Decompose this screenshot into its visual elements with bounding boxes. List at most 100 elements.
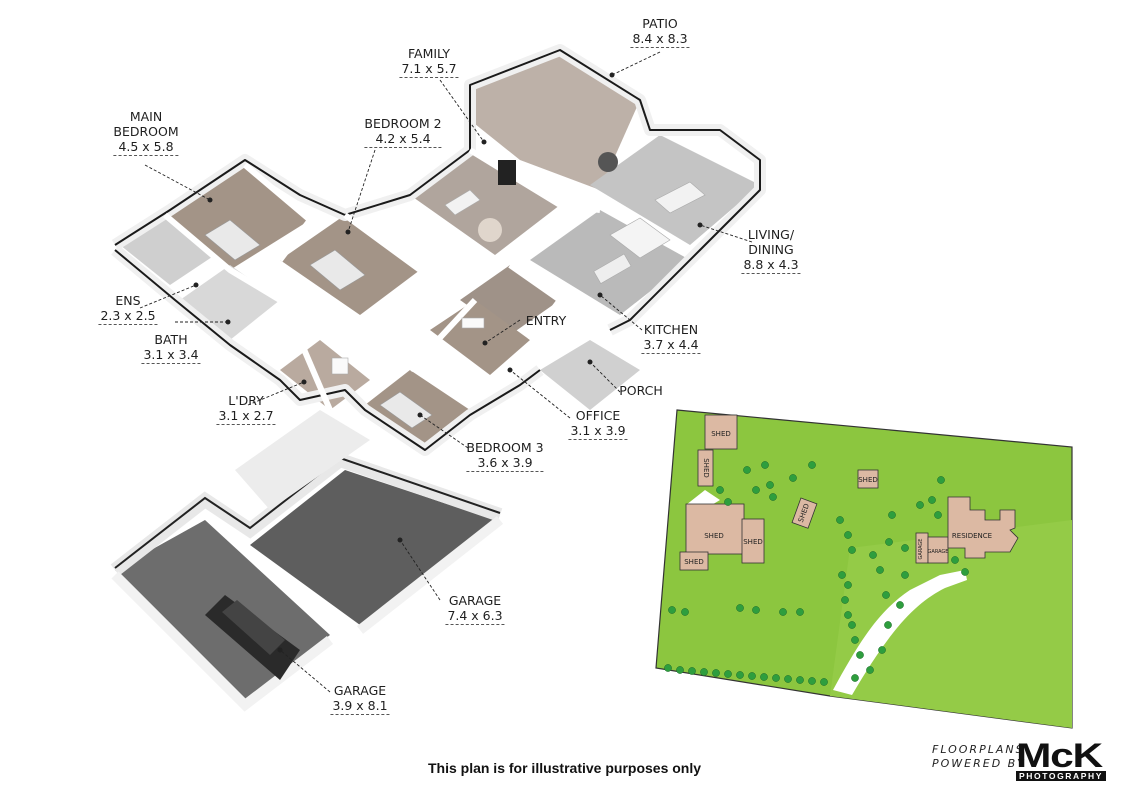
- brand-line2: POWERED BY: [932, 757, 1026, 770]
- room-size: 2.3 x 2.5: [98, 308, 158, 325]
- site-lawn-lower: [830, 520, 1072, 728]
- label-garage-large: GARAGE 7.4 x 6.3: [445, 593, 505, 625]
- tree-icon: [888, 511, 896, 519]
- leader-dots: [193, 72, 703, 653]
- tree-icon: [928, 496, 936, 504]
- tree-icon: [838, 571, 846, 579]
- label-family: FAMILY 7.1 x 5.7: [399, 46, 459, 78]
- label-patio: PATIO 8.4 x 8.3: [630, 16, 690, 48]
- room-name: L'DRY: [228, 393, 264, 408]
- tree-icon: [736, 671, 744, 679]
- tree-icon: [882, 591, 890, 599]
- shed-middle: [857, 469, 879, 489]
- bed-icon: [379, 391, 433, 429]
- tree-icon: [772, 674, 780, 682]
- shed-angled: [791, 497, 818, 529]
- tree-icon: [848, 621, 856, 629]
- room-size: 3.6 x 3.9: [466, 455, 544, 472]
- room-size: 3.1 x 2.7: [216, 408, 276, 425]
- site-label-shed: SHED: [711, 430, 731, 438]
- tree-icon: [761, 461, 769, 469]
- tree-icon: [716, 486, 724, 494]
- shed-side: [741, 518, 765, 564]
- tree-icon: [820, 678, 828, 686]
- tree-icon: [784, 675, 792, 683]
- tree-icon: [901, 544, 909, 552]
- room-size: 8.8 x 4.3: [741, 257, 801, 274]
- label-living-dining: LIVING/ DINING 8.8 x 4.3: [741, 227, 801, 274]
- tree-icon: [808, 677, 816, 685]
- label-porch: PORCH: [619, 383, 663, 398]
- tree-icon: [885, 538, 893, 546]
- label-ens: ENS 2.3 x 2.5: [98, 293, 158, 325]
- tree-icon: [789, 474, 797, 482]
- label-laundry: L'DRY 3.1 x 2.7: [216, 393, 276, 425]
- label-entry: ENTRY: [526, 313, 566, 328]
- tree-icon: [808, 461, 816, 469]
- tree-icon: [668, 606, 676, 614]
- tree-icon: [934, 511, 942, 519]
- label-garage-small: GARAGE 3.9 x 8.1: [330, 683, 390, 715]
- bath-floor: [180, 265, 280, 340]
- room-size: 7.1 x 5.7: [399, 61, 459, 78]
- label-bath: BATH 3.1 x 3.4: [141, 332, 201, 364]
- patio-floor: [470, 50, 640, 190]
- laundry-corridor: [235, 410, 370, 510]
- room-name: MAIN: [129, 109, 163, 124]
- site-plan: SHED SHED SHED SHED SHED SHED SHED GARAG…: [655, 409, 1073, 729]
- tree-icon: [724, 670, 732, 678]
- tree-icon: [878, 646, 886, 654]
- label-bedroom-2: BEDROOM 2 4.2 x 5.4: [364, 116, 442, 148]
- leader-lines: [139, 51, 753, 693]
- tree-icon: [779, 608, 787, 616]
- tree-icon: [736, 604, 744, 612]
- room-name: BATH: [154, 332, 188, 347]
- site-label-shed: SHED: [702, 458, 710, 478]
- room-size: 4.5 x 5.8: [113, 139, 179, 156]
- room-size: 3.1 x 3.9: [568, 423, 628, 440]
- room-name: PORCH: [619, 383, 663, 398]
- room-name: GARAGE: [333, 683, 387, 698]
- tree-icon: [724, 498, 732, 506]
- room-name: FAMILY: [407, 46, 451, 61]
- brand-logo: FLOORPLANS POWERED BY McK PHOTOGRAPHY: [928, 737, 1113, 785]
- driveway: [833, 570, 967, 695]
- round-table-icon: [598, 152, 618, 172]
- tree-icon: [844, 611, 852, 619]
- tree-icon: [876, 566, 884, 574]
- room-name: BEDROOM 3: [466, 440, 544, 455]
- room-size: 8.4 x 8.3: [630, 31, 690, 48]
- site-label-shed: SHED: [684, 558, 704, 566]
- brand-tagline: FLOORPLANS POWERED BY: [932, 743, 1026, 771]
- label-main-bedroom: MAIN BEDROOM 4.5 x 5.8: [113, 109, 179, 156]
- room-size: 3.7 x 4.4: [641, 337, 701, 354]
- porch-floor: [540, 340, 640, 410]
- coffee-table-icon: [478, 218, 502, 242]
- tree-icon: [916, 501, 924, 509]
- label-bedroom-3: BEDROOM 3 3.6 x 3.9: [466, 440, 544, 472]
- site-label-shed: SHED: [743, 538, 763, 546]
- tree-icon: [856, 651, 864, 659]
- label-office: OFFICE 3.1 x 3.9: [568, 408, 628, 440]
- room-name: DINING: [748, 242, 794, 257]
- desk-icon: [461, 317, 485, 329]
- site-buildings: [679, 414, 1019, 571]
- tree-icon: [664, 664, 672, 672]
- bed-icon: [204, 219, 261, 261]
- tree-icon: [743, 466, 751, 474]
- tree-icon: [866, 666, 874, 674]
- tree-icon: [884, 621, 892, 629]
- furniture: [204, 152, 706, 429]
- tree-icon: [841, 596, 849, 604]
- garage-wall: [110, 452, 503, 576]
- tree-icon: [869, 551, 877, 559]
- tree-icon: [700, 668, 708, 676]
- residence-building: [947, 496, 1019, 559]
- tree-icon: [961, 568, 969, 576]
- washer-icon: [331, 357, 349, 375]
- tree-icon: [676, 666, 684, 674]
- tree-icon: [752, 606, 760, 614]
- car-icon: [205, 595, 300, 680]
- brand-mark: McK: [1016, 737, 1103, 775]
